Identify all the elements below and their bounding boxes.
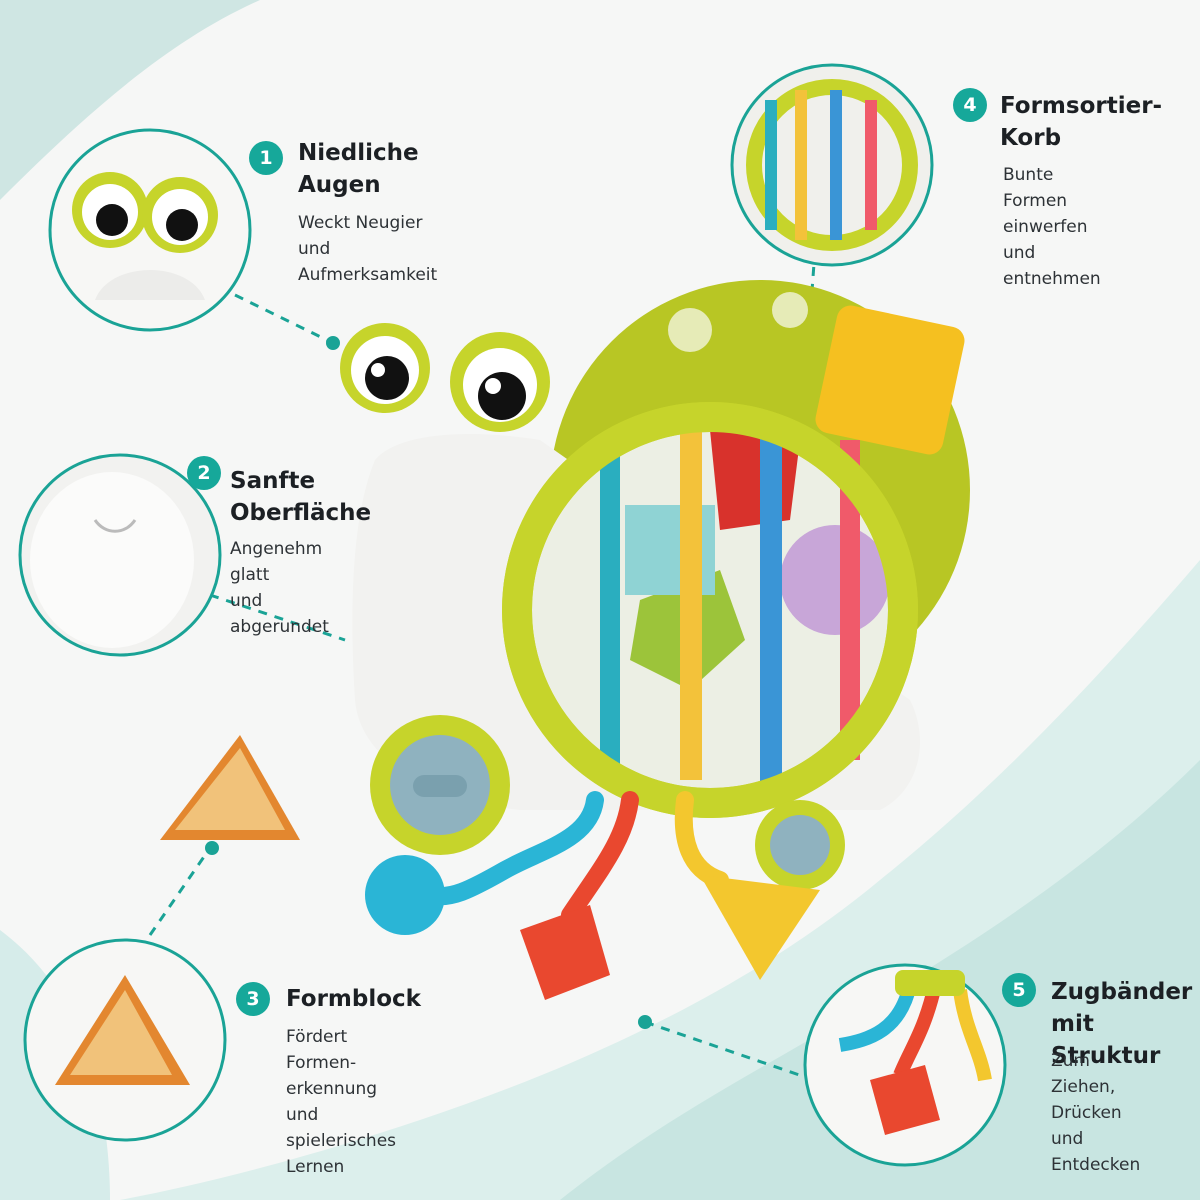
- callout-surface-image: [18, 453, 222, 657]
- feature-2-title: Sanfte Oberfläche: [230, 468, 372, 526]
- callout-basket-image: [730, 63, 934, 267]
- feature-1-description: Weckt Neugier und Aufmerksamkeit: [298, 213, 438, 285]
- feature-5-title: Zugbänder mit Struktur: [1051, 979, 1193, 1069]
- feature-1-title: Niedliche Augen: [298, 140, 419, 198]
- feature-3-title: Formblock: [286, 986, 421, 1012]
- feature-2-description: Angenehm glatt und abgerundet: [230, 539, 329, 637]
- feature-2-number: 2: [187, 456, 221, 490]
- feature-3-number: 3: [236, 982, 270, 1016]
- callout-strings-image: [803, 963, 1007, 1167]
- feature-5-number: 5: [1002, 973, 1036, 1007]
- callout-block-image: [23, 938, 227, 1142]
- callout-eyes-image: [48, 128, 252, 332]
- feature-5-description: Zum Ziehen, Drücken und Entdecken: [1051, 1051, 1141, 1175]
- feature-4-description: Bunte Formen einwerfen und entnehmen: [1003, 165, 1101, 289]
- feature-1-number: 1: [249, 141, 283, 175]
- feature-4-number: 4: [953, 88, 987, 122]
- feature-4-title: Formsortier- Korb: [1000, 93, 1163, 151]
- feature-3-description: Fördert Formen- erkennung und spielerisc…: [286, 1027, 397, 1177]
